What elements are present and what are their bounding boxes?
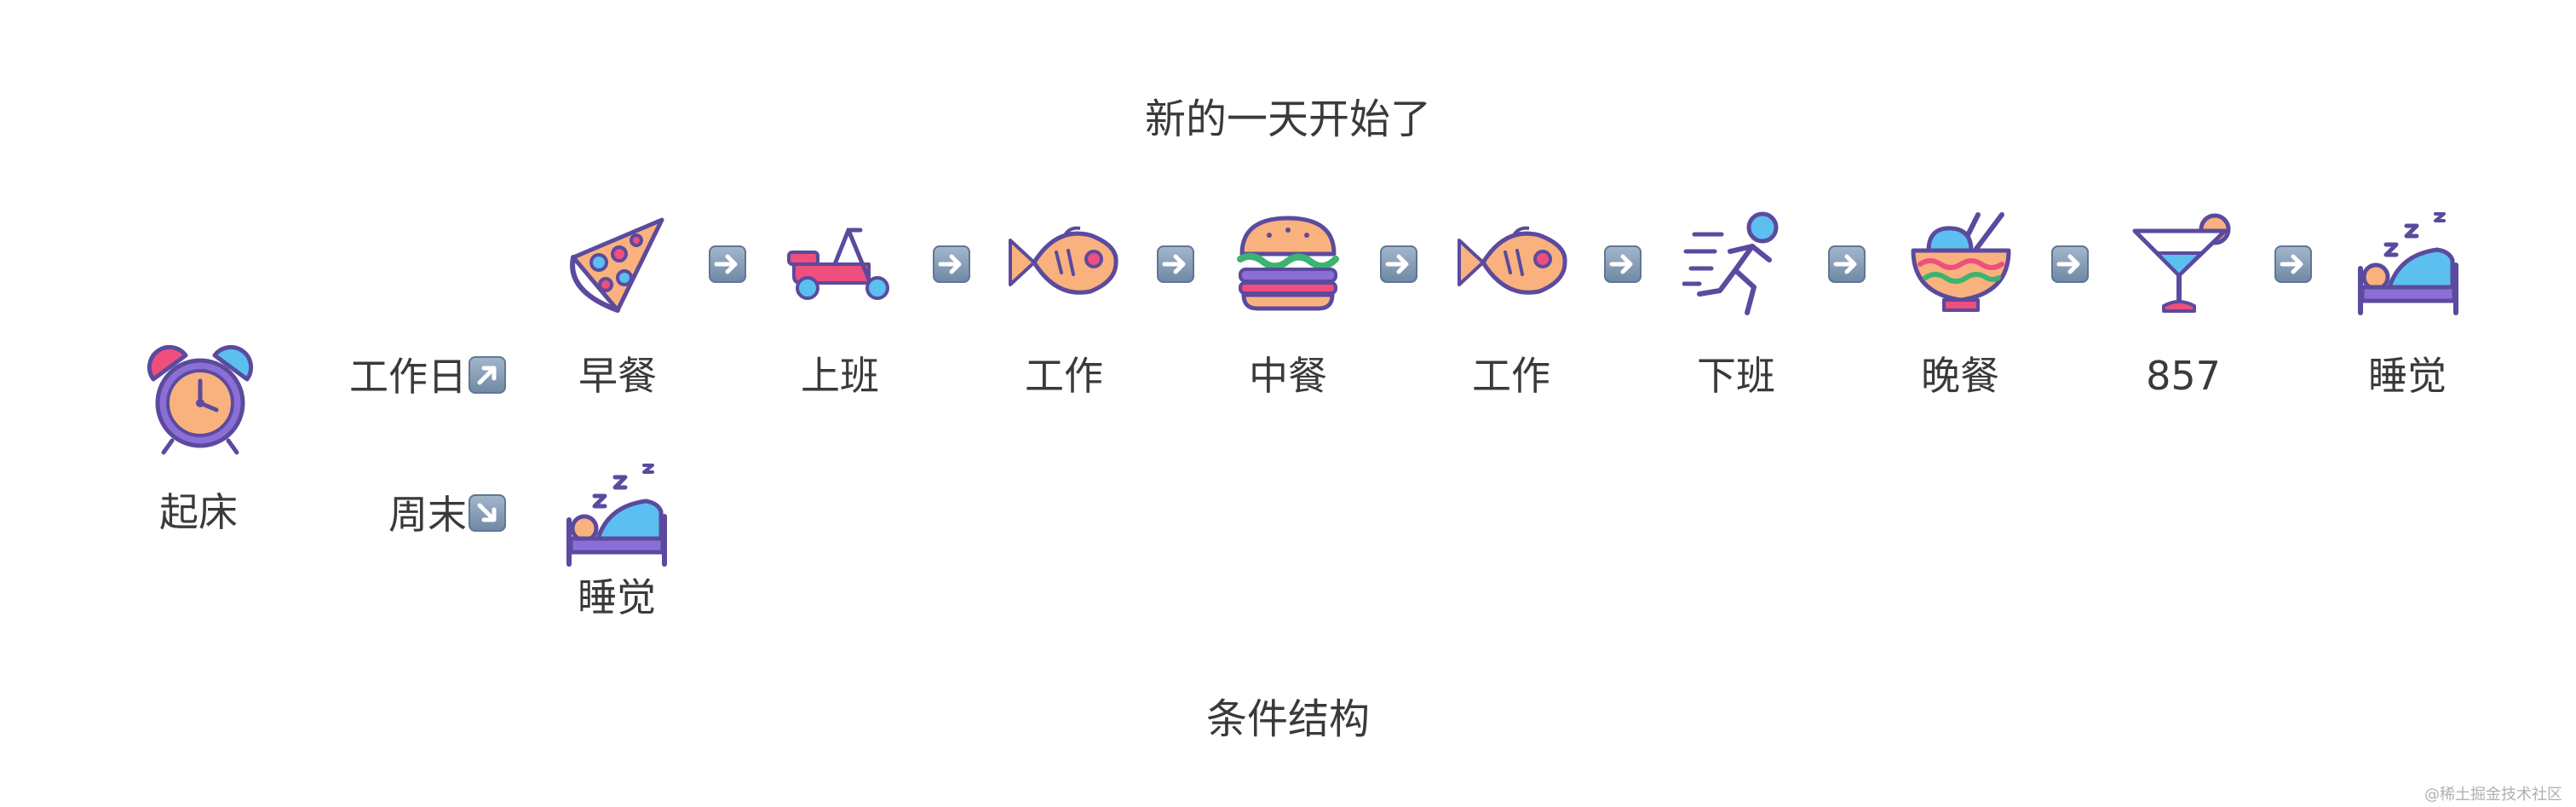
arrow-up-right-icon — [469, 356, 506, 394]
fish-icon — [1458, 226, 1567, 295]
arrow-right-icon — [709, 245, 746, 283]
step-label: 工作 — [1472, 353, 1550, 399]
noodle-bowl-icon — [1911, 212, 2011, 312]
sleeping-bed-icon — [2358, 212, 2458, 315]
arrow-right-icon — [1380, 245, 1417, 283]
branch-weekday: 工作日 — [349, 356, 506, 396]
diagram-caption: 条件结构 — [1205, 695, 1371, 743]
step-label: 下班 — [1697, 353, 1775, 399]
step-label: 中餐 — [1249, 353, 1327, 399]
watermark: @稀土掘金技术社区 — [2424, 786, 2562, 804]
diagram-title: 新的一天开始了 — [1144, 95, 1432, 143]
cocktail-icon — [2132, 213, 2231, 313]
running-person-icon — [1682, 211, 1779, 315]
branch-weekend: 周末 — [388, 494, 506, 534]
scooter-icon — [787, 228, 889, 300]
step-label: 857 — [2146, 353, 2221, 399]
start-label: 起床 — [159, 489, 238, 535]
arrow-down-right-icon — [469, 494, 506, 532]
branch-weekend-label: 周末 — [388, 492, 467, 538]
arrow-right-icon — [2051, 245, 2089, 283]
alarm-clock-icon — [147, 345, 254, 455]
arrow-right-icon — [1604, 245, 1642, 283]
arrow-right-icon — [2274, 245, 2312, 283]
step-label: 工作 — [1025, 353, 1103, 399]
arrow-right-icon — [1157, 245, 1194, 283]
step-label: 早餐 — [578, 353, 657, 399]
step-label: 睡觉 — [578, 574, 656, 620]
branch-weekday-label: 工作日 — [349, 354, 467, 400]
step-label: 上班 — [801, 353, 879, 399]
sleeping-bed-icon — [566, 464, 667, 567]
step-label: 睡觉 — [2368, 353, 2447, 399]
pizza-icon — [570, 217, 664, 313]
burger-icon — [1237, 216, 1339, 311]
step-label: 晚餐 — [1921, 353, 1999, 399]
arrow-right-icon — [1828, 245, 1866, 283]
arrow-right-icon — [933, 245, 970, 283]
fish-icon — [1009, 226, 1118, 295]
